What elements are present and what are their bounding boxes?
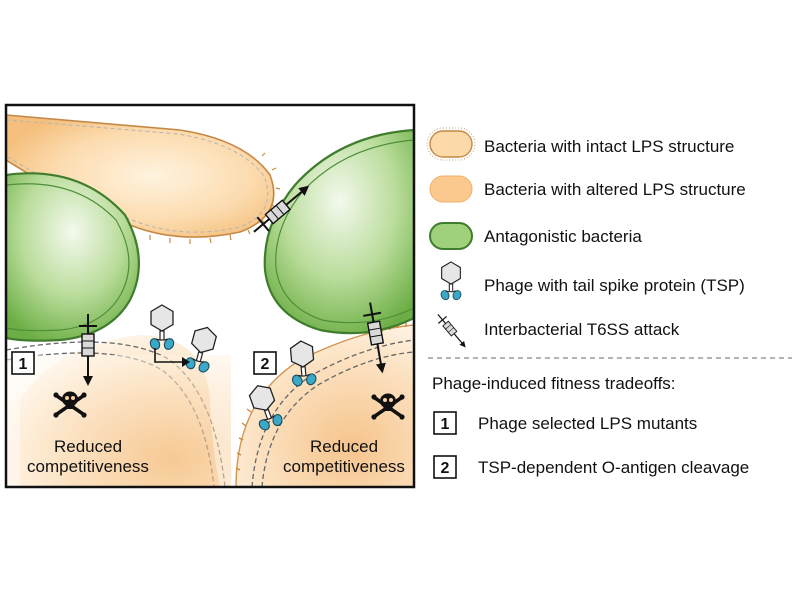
legend: Bacteria with intact LPS structure Bacte… [426, 127, 792, 479]
intact-lps-bacterium-right [236, 325, 414, 487]
tradeoff-badge-2: 2 [433, 455, 457, 479]
svg-text:2: 2 [261, 356, 270, 373]
tradeoff-label-1: Phage selected LPS mutants [478, 414, 697, 433]
t6ss-syringe-icon [433, 310, 471, 352]
altered-lps-bacterium-icon [429, 175, 473, 203]
selection-arrow [154, 348, 190, 367]
legend-label-altered: Bacteria with altered LPS structure [484, 180, 746, 199]
outcome-label-2a: Reduced [310, 437, 378, 456]
legend-label-t6ss: Interbacterial T6SS attack [484, 320, 680, 339]
tradeoffs-title: Phage-induced fitness tradeoffs: [432, 374, 676, 393]
antagonistic-bacterium-left [6, 172, 140, 342]
svg-text:1: 1 [19, 356, 28, 373]
outcome-label-1b: competitiveness [27, 457, 149, 476]
legend-label-intact: Bacteria with intact LPS structure [484, 137, 734, 156]
outcome-label-2b: competitiveness [283, 457, 405, 476]
panel-badge-2: 2 [253, 351, 277, 375]
tradeoff-label-2: TSP-dependent O-antigen cleavage [478, 458, 749, 477]
panel-badge-1: 1 [11, 351, 35, 375]
legend-label-antagonistic: Antagonistic bacteria [484, 227, 642, 246]
antagonistic-bacterium-icon [429, 222, 473, 250]
intact-lps-bacterium-icon [426, 127, 476, 161]
tradeoff-badge-1: 1 [433, 411, 457, 435]
scene-panel: 1 2 Reduced competitiveness Reduced comp… [4, 103, 416, 489]
outcome-label-1a: Reduced [54, 437, 122, 456]
phage-tsp-icon [439, 261, 463, 302]
antagonistic-bacterium-right [263, 128, 414, 335]
svg-text:2: 2 [441, 460, 450, 477]
legend-label-phage: Phage with tail spike protein (TSP) [484, 276, 745, 295]
svg-text:1: 1 [441, 416, 450, 433]
